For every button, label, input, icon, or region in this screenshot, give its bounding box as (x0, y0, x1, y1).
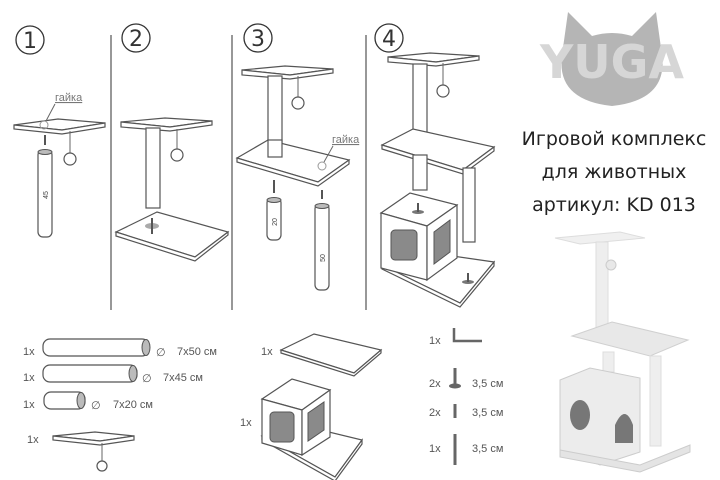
nut-label: гайка (55, 92, 83, 104)
rod-end (141, 339, 151, 356)
plate-edge (381, 260, 495, 308)
nut-icon (39, 120, 49, 130)
part-size: 7x20 см (113, 399, 153, 411)
step-number-circle (374, 23, 404, 53)
part-size: 3,5 см (472, 378, 503, 390)
rod-end (37, 149, 53, 155)
rod-end (266, 197, 282, 203)
part-qty: 1x (240, 417, 252, 429)
step-number: 4 (382, 27, 396, 52)
step-1: 1 гайка 45 (13, 25, 106, 238)
step-3: 3 гайка 20 50 (235, 23, 360, 291)
rod-45-part (42, 364, 138, 383)
leader-line (45, 103, 56, 122)
step-number: 2 (129, 27, 143, 52)
house-window (390, 229, 418, 261)
photo-post (649, 355, 662, 447)
part-qty: 2x (429, 407, 441, 419)
part-qty: 1x (23, 346, 35, 358)
toy-ball-icon (436, 84, 450, 98)
photo-ball (605, 259, 617, 271)
plate-edge (120, 120, 213, 132)
plate-edge (236, 157, 350, 187)
plate-edge (241, 68, 334, 80)
nut-label: гайка (332, 134, 360, 146)
part-size: 7x45 см (163, 372, 203, 384)
rod-join (267, 139, 283, 158)
rod-50 (314, 203, 330, 291)
part-qty: 1x (23, 399, 35, 411)
rod (462, 167, 476, 243)
cat-head-icon (561, 12, 663, 106)
rod (145, 127, 161, 209)
photo-middle-platform (570, 321, 690, 357)
step-number-circle (243, 23, 273, 53)
step-number-circle (121, 23, 151, 53)
part-qty: 1x (27, 434, 39, 446)
part-size: 3,5 см (472, 407, 503, 419)
photo-post (602, 351, 615, 373)
parts-list-hardware: 1x 2x 3,5 см 2x 3,5 см 1x 3,5 см (429, 328, 503, 465)
step-2: 2 (114, 23, 230, 262)
house-window (433, 219, 451, 265)
plate-edge (13, 122, 106, 135)
rod-end (314, 203, 330, 209)
diameter-icon: ∅ (142, 373, 152, 385)
part-qty: 1x (429, 335, 441, 347)
photo-house-opening (570, 400, 590, 430)
product-title-line1: Игровой комплекс (522, 128, 707, 150)
part-size: 7x50 см (177, 346, 217, 358)
toy-ball-icon (170, 148, 184, 162)
photo-post (595, 241, 609, 338)
product-article: артикул: KD 013 (532, 194, 696, 216)
house-window (269, 411, 295, 443)
diameter-icon: ∅ (156, 347, 166, 359)
rod (412, 154, 428, 191)
parts-list-rods: 1x ∅ 7x50 см 1x ∅ 7x45 см 1x ∅ 7x20 см 1… (23, 338, 217, 472)
toy-ball-icon (96, 460, 108, 472)
part-qty: 1x (261, 346, 273, 358)
plate-edge (115, 230, 229, 262)
step-number: 3 (251, 27, 265, 52)
logo-text: YUGA (539, 35, 684, 89)
rod-label: 20 (272, 218, 279, 226)
screw-head (449, 383, 461, 389)
product-photo (554, 231, 691, 473)
step-number: 1 (23, 29, 37, 54)
toy-ball-icon (63, 152, 77, 166)
rod-end (76, 392, 86, 409)
product-title-line2: для животных (542, 161, 687, 183)
corner-bracket-icon (452, 328, 482, 343)
photo-base (559, 444, 691, 473)
rod-label: 45 (43, 191, 50, 199)
brand-logo: YUGA (539, 12, 684, 106)
photo-top-platform (554, 231, 646, 245)
diameter-icon: ∅ (91, 400, 101, 412)
parts-list-plates: 1x 1x (240, 333, 383, 480)
leader-line (323, 145, 334, 163)
step-4: 4 (374, 23, 496, 308)
photo-house-opening (615, 414, 633, 443)
part-qty: 1x (429, 443, 441, 455)
plate-edge (52, 435, 135, 446)
step-number-circle (15, 25, 45, 55)
toy-ball-icon (291, 96, 305, 110)
rod-label: 50 (320, 254, 327, 262)
rod-50-part (42, 338, 150, 357)
house-window (307, 401, 325, 442)
plate-edge (387, 55, 480, 67)
part-qty: 1x (23, 372, 35, 384)
nut-icon (317, 161, 327, 171)
part-qty: 2x (429, 378, 441, 390)
rod-end (128, 365, 138, 382)
plate-edge (280, 348, 382, 377)
part-size: 3,5 см (472, 443, 503, 455)
